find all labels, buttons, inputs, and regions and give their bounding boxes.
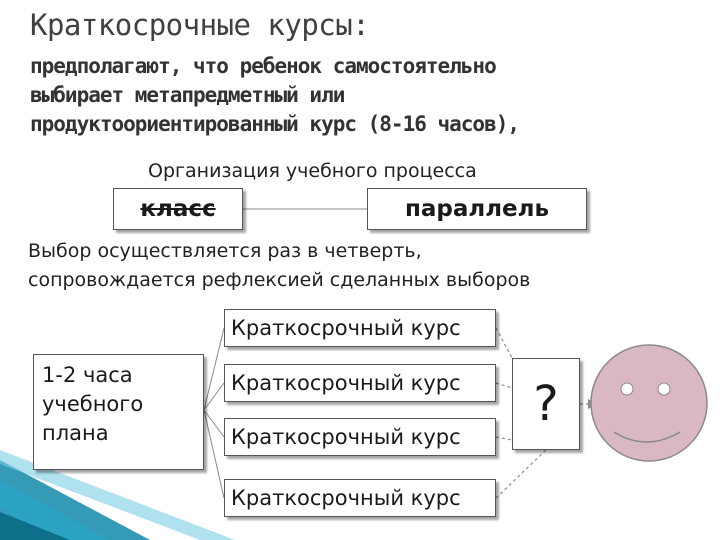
hours-line: 1-2 часа [42, 363, 133, 387]
course-box: Краткосрочный курс [224, 309, 496, 347]
choice-text: Выбор осуществляется раз в четверть, соп… [28, 237, 530, 295]
subtitle-line: выбирает метапредметный или [30, 83, 345, 107]
course-label: Краткосрочный курс [231, 316, 461, 340]
parallel-box-label: параллель [404, 196, 550, 222]
hours-line: плана [42, 421, 109, 445]
course-box: Краткосрочный курс [224, 479, 496, 517]
smiley-face-icon [590, 344, 708, 462]
class-box: класс [113, 188, 243, 230]
decorative-corner-stripes [0, 450, 235, 540]
org-label: Организация учебного процесса [148, 160, 477, 182]
subtitle: предполагают, что ребенок самостоятельно… [30, 52, 710, 139]
course-label: Краткосрочный курс [231, 425, 461, 449]
class-box-label: класс [140, 196, 216, 222]
choice-line: Выбор осуществляется раз в четверть, [28, 240, 422, 262]
subtitle-line: продуктоориентированный курс (8-16 часов… [30, 112, 520, 136]
course-box: Краткосрочный курс [224, 364, 496, 402]
question-box: ? [512, 358, 580, 450]
subtitle-line: предполагают, что ребенок самостоятельно [30, 54, 497, 78]
question-mark: ? [533, 376, 559, 432]
course-box: Краткосрочный курс [224, 418, 496, 456]
hours-box: 1-2 часа учебного плана [33, 354, 204, 470]
course-label: Краткосрочный курс [231, 486, 461, 510]
choice-line: сопровождается рефлексией сделанных выбо… [28, 269, 531, 291]
course-label: Краткосрочный курс [231, 371, 461, 395]
hours-line: учебного [42, 392, 144, 416]
page-title: Краткосрочные курсы: [30, 8, 370, 42]
parallel-box: параллель [367, 188, 587, 230]
